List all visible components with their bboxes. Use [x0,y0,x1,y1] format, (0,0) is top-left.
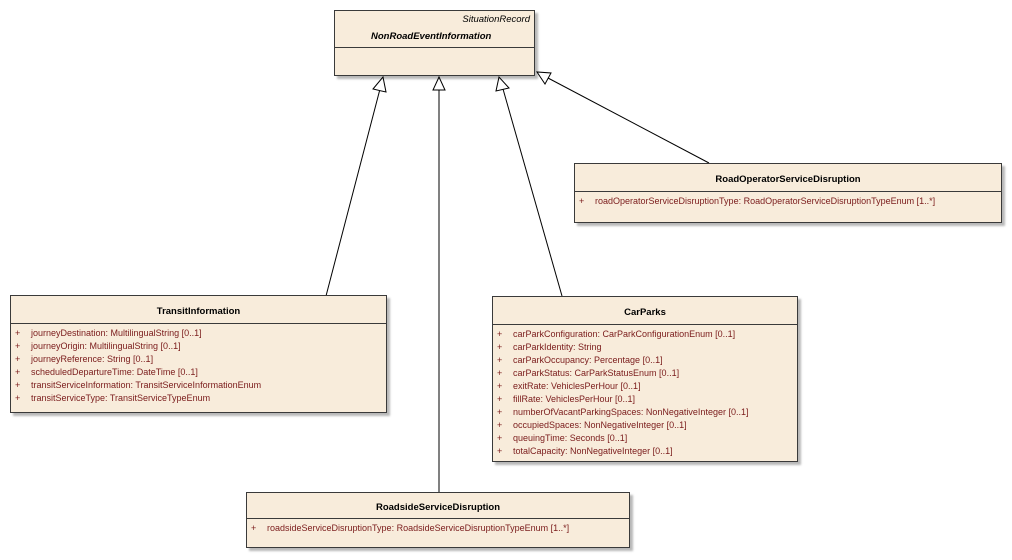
attribute-text: numberOfVacantParkingSpaces: NonNegative… [513,407,749,417]
roadside-class-name: RoadsideServiceDisruption [375,502,501,513]
carparks-class[interactable]: CarParks + carParkConfiguration: CarParkC… [492,296,798,462]
carparks-class-name: CarParks [624,307,666,318]
class-divider [247,518,629,519]
road-operator-generalization-arrowhead [536,71,552,85]
attribute-row: + carParkOccupancy: Percentage [0..1] [497,354,797,367]
road-operator-generalization-line [547,77,710,164]
attribute-text: carParkConfiguration: CarParkConfigurati… [513,329,736,339]
attribute-text: carParkStatus: CarParkStatusEnum [0..1] [513,368,680,378]
attribute-row: + journeyDestination: MultilingualString … [15,327,386,340]
road-operator-class-name: RoadOperatorServiceDisruption [715,174,861,185]
visibility-marker: + [497,420,503,430]
visibility-marker: + [497,329,503,339]
carparks-attributes: + carParkConfiguration: CarParkConfigurat… [493,325,797,458]
attribute-row: + journeyReference: String [0..1] [15,353,386,366]
transit-generalization-arrowhead [372,75,387,93]
roadside-attributes: + roadsideServiceDisruptionType: Roadside… [247,519,629,535]
visibility-marker: + [497,355,503,365]
visibility-marker: + [251,523,257,533]
roadside-generalization-arrowhead [432,75,446,91]
attribute-text: transitServiceInformation: TransitServic… [31,380,262,390]
class-divider [11,323,386,324]
attribute-row: + transitServiceInformation: TransitServi… [15,379,386,392]
visibility-marker: + [497,433,503,443]
visibility-marker: + [497,407,503,417]
attribute-text: occupiedSpaces: NonNegativeInteger [0..1… [513,420,687,430]
road-operator-attributes: + roadOperatorServiceDisruptionType: Road… [575,192,1001,208]
class-divider [335,47,534,48]
visibility-marker: + [497,446,503,456]
attribute-row: + roadsideServiceDisruptionType: Roadside… [251,522,629,535]
attribute-text: queuingTime: Seconds [0..1] [513,433,628,443]
attribute-row: + totalCapacity: NonNegativeInteger [0..1… [497,445,797,458]
attribute-text: roadOperatorServiceDisruptionType: RoadO… [595,196,936,206]
visibility-marker: + [579,196,585,206]
visibility-marker: + [15,393,21,403]
parent-class-name: NonRoadEventInformation [371,31,492,42]
class-divider [493,324,797,325]
transit-class-name: TransitInformation [156,306,241,317]
attribute-row: + carParkStatus: CarParkStatusEnum [0..1] [497,367,797,380]
visibility-marker: + [15,328,21,338]
attribute-text: journeyReference: String [0..1] [31,354,154,364]
attribute-text: carParkIdentity: String [513,342,602,352]
attribute-row: + journeyOrigin: MultilingualString [0..1… [15,340,386,353]
attribute-row: + roadOperatorServiceDisruptionType: Road… [579,195,1001,208]
transit-generalization-line [325,88,381,297]
visibility-marker: + [497,368,503,378]
class-divider [575,191,1001,192]
attribute-row: + transitServiceType: TransitServiceTypeE… [15,392,386,405]
transit-attributes: + journeyDestination: MultilingualString … [11,324,386,405]
nonroad-event-information-class[interactable]: SituationRecord NonRoadEventInformation [334,10,535,76]
transit-information-class[interactable]: TransitInformation + journeyDestination: … [10,295,387,413]
attribute-text: fillRate: VehiclesPerHour [0..1] [513,394,636,404]
visibility-marker: + [15,354,21,364]
attribute-text: transitServiceType: TransitServiceTypeEn… [31,393,211,403]
attribute-text: journeyOrigin: MultilingualString [0..1] [31,341,181,351]
road-operator-service-disruption-class[interactable]: RoadOperatorServiceDisruption + roadOpera… [574,163,1002,223]
visibility-marker: + [497,381,503,391]
visibility-marker: + [15,341,21,351]
attribute-text: exitRate: VehiclesPerHour [0..1] [513,381,641,391]
attribute-text: carParkOccupancy: Percentage [0..1] [513,355,663,365]
attribute-row: + scheduledDepartureTime: DateTime [0..1] [15,366,386,379]
attribute-row: + fillRate: VehiclesPerHour [0..1] [497,393,797,406]
attribute-row: + numberOfVacantParkingSpaces: NonNegativ… [497,406,797,419]
attribute-text: scheduledDepartureTime: DateTime [0..1] [31,367,198,377]
parent-stereotype-label: SituationRecord [462,14,530,25]
attribute-row: + carParkIdentity: String [497,341,797,354]
attribute-text: journeyDestination: MultilingualString [… [31,328,202,338]
attribute-row: + queuingTime: Seconds [0..1] [497,432,797,445]
visibility-marker: + [15,380,21,390]
attribute-text: roadsideServiceDisruptionType: RoadsideS… [267,523,570,533]
roadside-service-disruption-class[interactable]: RoadsideServiceDisruption + roadsideServi… [246,492,630,548]
attribute-row: + exitRate: VehiclesPerHour [0..1] [497,380,797,393]
attribute-row: + carParkConfiguration: CarParkConfigurat… [497,328,797,341]
attribute-row: + occupiedSpaces: NonNegativeInteger [0..… [497,419,797,432]
visibility-marker: + [497,342,503,352]
attribute-text: totalCapacity: NonNegativeInteger [0..1] [513,446,673,456]
visibility-marker: + [15,367,21,377]
carparks-generalization-line [502,88,563,297]
visibility-marker: + [497,394,503,404]
class-header: SituationRecord NonRoadEventInformation [335,11,534,47]
carparks-generalization-arrowhead [495,75,510,92]
